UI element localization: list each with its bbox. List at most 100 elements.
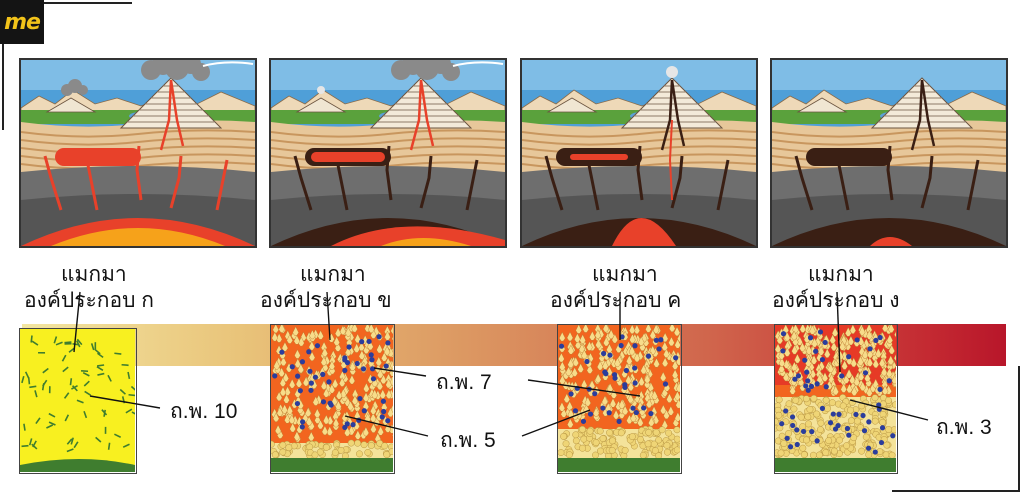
volcano-panel-d — [770, 58, 1008, 248]
mafic-crystal-settled — [800, 428, 807, 435]
mafic-crystal — [380, 398, 386, 404]
magma-chamber — [806, 148, 892, 166]
mafic-crystal — [368, 352, 374, 358]
mafic-crystal — [877, 386, 883, 392]
plagioclase-crystal — [332, 410, 339, 421]
cumulate-crystal — [800, 451, 808, 459]
plagioclase-crystal — [784, 346, 791, 357]
plagioclase-crystal — [284, 413, 291, 424]
mafic-crystal — [886, 378, 892, 384]
mafic-crystal — [369, 366, 376, 372]
plagioclase-crystal — [881, 378, 889, 389]
plagioclase-crystal — [380, 374, 387, 384]
cumulate-crystal — [628, 433, 636, 441]
plagioclase-crystal — [791, 361, 798, 372]
crystal-needle — [62, 366, 69, 373]
plagioclase-crystal — [302, 376, 310, 387]
settled-crystals — [20, 459, 135, 472]
plagioclase-crystal — [790, 330, 798, 341]
magma-dome — [772, 218, 1006, 246]
frame-line-left — [2, 44, 4, 130]
plagioclase-crystal — [851, 386, 858, 396]
plagioclase-crystal — [335, 389, 343, 400]
plagioclase-crystal — [850, 357, 857, 368]
mafic-crystal — [839, 373, 845, 379]
cumulate-crystal — [599, 435, 607, 443]
cumulate-crystal — [775, 418, 779, 426]
mafic-crystal — [802, 357, 808, 363]
plagioclase-crystal — [594, 329, 602, 339]
cumulate-crystal — [839, 402, 847, 410]
mafic-crystal — [814, 381, 820, 387]
dike — [335, 159, 349, 211]
crystal-needle — [23, 423, 26, 431]
plagioclase-crystal — [328, 360, 336, 370]
cumulate-crystal — [636, 435, 644, 443]
volcano-panel-b — [269, 58, 507, 248]
plagioclase-crystal — [857, 370, 865, 381]
plagioclase-crystal — [893, 353, 896, 362]
cumulate-crystal — [785, 400, 793, 408]
magma-label-d-line2: องค์ประกอบ ง — [772, 289, 900, 312]
plagioclase-crystal — [603, 350, 610, 361]
plagioclase-crystal — [377, 368, 384, 379]
cumulate-crystal — [271, 440, 275, 448]
crystal-needle — [75, 340, 81, 348]
cumulate-crystal — [830, 447, 838, 455]
cumulate-crystal — [836, 436, 844, 444]
magma-chamber-inner — [311, 152, 385, 162]
plagioclase-crystal — [652, 325, 660, 334]
cumulate-crystal — [652, 428, 660, 436]
density-label-10: ถ.พ. 10 — [170, 400, 238, 423]
mafic-crystal — [300, 419, 306, 425]
volcano-conduit — [159, 79, 185, 151]
plagioclase-crystal — [321, 347, 329, 357]
cumulate-crystal — [381, 442, 389, 450]
plagioclase-crystal — [776, 334, 784, 344]
plagioclase-crystal — [653, 357, 660, 368]
plagioclase-crystal — [571, 367, 578, 377]
mafic-crystal-settled — [861, 428, 868, 434]
volcano-panel-c — [520, 58, 758, 248]
crystal-needle — [97, 372, 105, 376]
cumulate-crystal — [850, 434, 858, 442]
mafic-crystal-settled — [878, 439, 885, 446]
cumulate-crystal — [271, 451, 279, 459]
small-volcano — [546, 97, 598, 113]
magma-label-c: แมกมา องค์ประกอบ ค — [550, 262, 681, 314]
magma-label-d-line1: แมกมา — [808, 263, 874, 286]
plagioclase-crystal — [601, 395, 609, 406]
plagioclase-crystal — [661, 357, 669, 367]
crystal-needle — [64, 341, 72, 344]
plagioclase-crystal — [606, 343, 613, 354]
plagioclase-crystal — [886, 367, 893, 378]
cumulate-crystal — [331, 449, 339, 457]
plagioclase-crystal — [894, 331, 896, 338]
plagioclase-crystal — [317, 419, 324, 430]
cumulate-crystal — [828, 399, 836, 407]
plagioclase-crystal — [618, 399, 626, 409]
mafic-crystal — [813, 348, 819, 354]
cumulate-crystal — [347, 439, 355, 447]
mafic-crystal — [379, 414, 385, 420]
plagioclase-crystal — [586, 341, 593, 351]
plagioclase-crystal — [810, 354, 818, 365]
plagioclase-crystal — [370, 404, 377, 415]
mafic-crystal — [877, 334, 883, 341]
base-cumulate — [558, 458, 680, 472]
plagioclase-crystal — [559, 361, 566, 371]
cumulate-crystal — [663, 448, 671, 456]
plagioclase-crystal — [628, 363, 635, 373]
plagioclase-crystal — [783, 358, 790, 369]
plagioclase-crystal — [861, 349, 869, 359]
mafic-crystal — [854, 337, 860, 343]
cumulate-crystal — [578, 425, 586, 433]
plagioclase-crystal — [633, 325, 641, 334]
cumulate-crystal — [799, 444, 807, 452]
plagioclase-crystal — [565, 366, 572, 376]
rock-strata — [522, 137, 756, 146]
crystal-needle — [107, 374, 112, 382]
cumulate-crystal — [560, 432, 568, 440]
cumulate-crystal — [871, 394, 879, 402]
cumulate-crystal — [592, 439, 600, 447]
